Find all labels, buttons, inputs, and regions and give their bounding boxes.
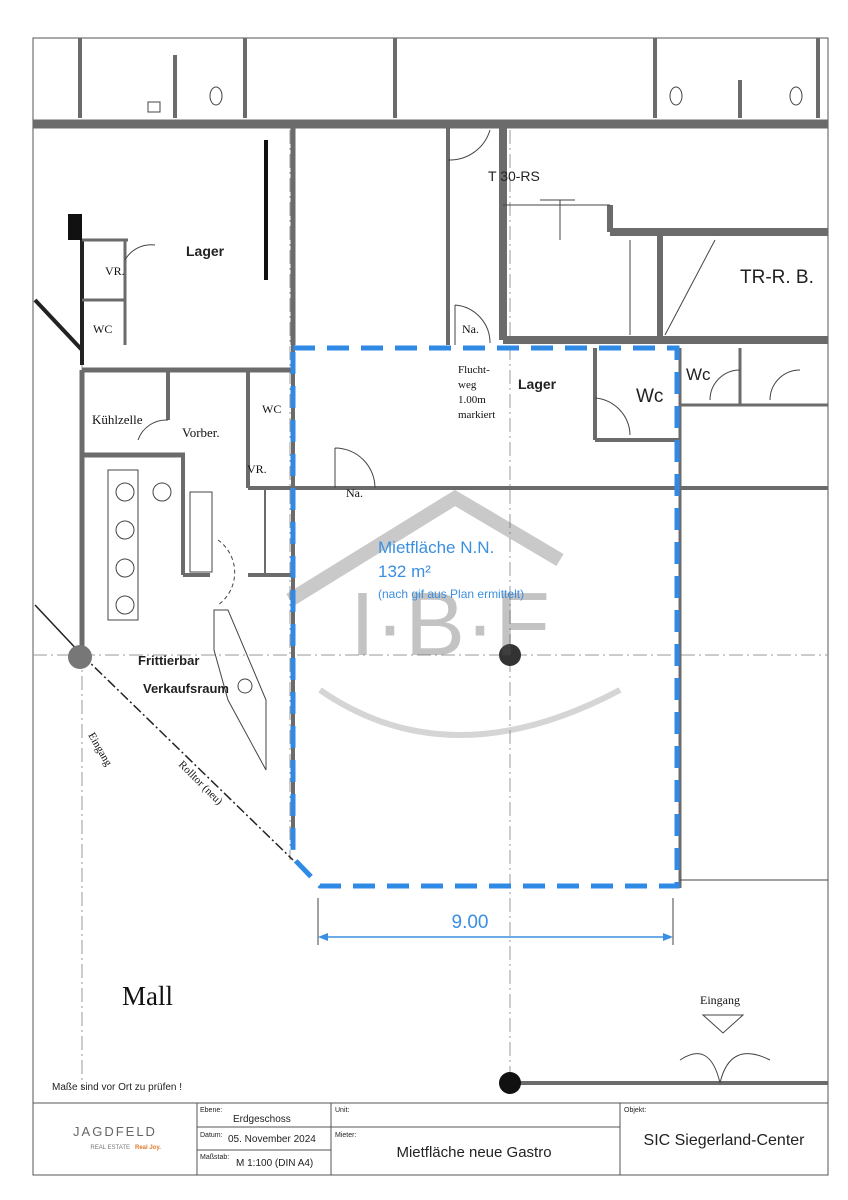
tenant-value: Mietfläche neue Gastro: [396, 1144, 551, 1161]
upper-rooms: [33, 38, 828, 129]
object-value: SIC Siegerland-Center: [644, 1132, 806, 1149]
room-label: Frittierbar: [138, 653, 199, 668]
room-label: TR-R. B.: [740, 267, 814, 288]
field-label: Datum:: [200, 1132, 223, 1139]
room-label: Na.: [462, 322, 479, 336]
room-label: WC: [262, 402, 281, 416]
title-block: JAGDFELD REAL ESTATE Real Joy. Ebene: Er…: [32, 1102, 829, 1176]
entrance-label: Eingang: [700, 993, 740, 1007]
watermark-text: I·B·F: [350, 575, 550, 675]
room-label: Lager: [518, 376, 557, 392]
room-label: VR.: [105, 264, 125, 278]
room-label: Wc: [636, 386, 663, 407]
field-label: Unit:: [335, 1107, 349, 1114]
watermark-logo: I·B·F: [286, 489, 622, 738]
room-label: Vorber.: [182, 425, 220, 440]
room-label: VR.: [247, 462, 267, 476]
field-label: Objekt:: [624, 1107, 646, 1114]
level-value: Erdgeschoss: [233, 1114, 291, 1125]
rental-area-size: 132 m²: [378, 562, 431, 581]
escape-route-label: Flucht-: [458, 364, 490, 376]
company-logo: JAGDFELD: [73, 1124, 157, 1139]
door-label: T 30-RS: [488, 168, 540, 184]
escape-route-label: weg: [458, 379, 477, 391]
dimension-note: Maße sind vor Ort zu prüfen !: [52, 1082, 182, 1093]
room-label: Verkaufsraum: [143, 681, 229, 696]
date-value: 05. November 2024: [228, 1134, 316, 1145]
door-label: Rolltor (neu): [176, 759, 225, 808]
dimension-label: 9.00: [452, 912, 489, 933]
escape-route-label: 1.00m: [458, 394, 486, 406]
room-label: Kühlzelle: [92, 412, 143, 427]
room-label: Lager: [186, 243, 225, 259]
room-label: Wc: [686, 365, 711, 384]
field-label: Maßstab:: [200, 1154, 229, 1161]
mall-label: Mall: [122, 981, 173, 1011]
logo-subtitle: REAL ESTATE: [90, 1145, 130, 1151]
rental-area-note: (nach gif aus Plan ermittelt): [378, 587, 524, 601]
width-dimension: 9.00: [317, 898, 674, 945]
rental-area-outline: [290, 345, 680, 889]
logo-tagline: Real Joy.: [135, 1145, 161, 1151]
entrance-label: Eingang: [85, 731, 114, 769]
rental-area-title: Mietfläche N.N.: [378, 538, 494, 557]
room-label: WC: [93, 322, 112, 336]
room-label: Na.: [346, 486, 363, 500]
escape-route-label: markiert: [458, 409, 495, 421]
walls: [33, 128, 828, 1094]
scale-value: M 1:100 (DIN A4): [236, 1158, 313, 1169]
field-label: Mieter:: [335, 1132, 356, 1139]
field-label: Ebene:: [200, 1107, 222, 1114]
